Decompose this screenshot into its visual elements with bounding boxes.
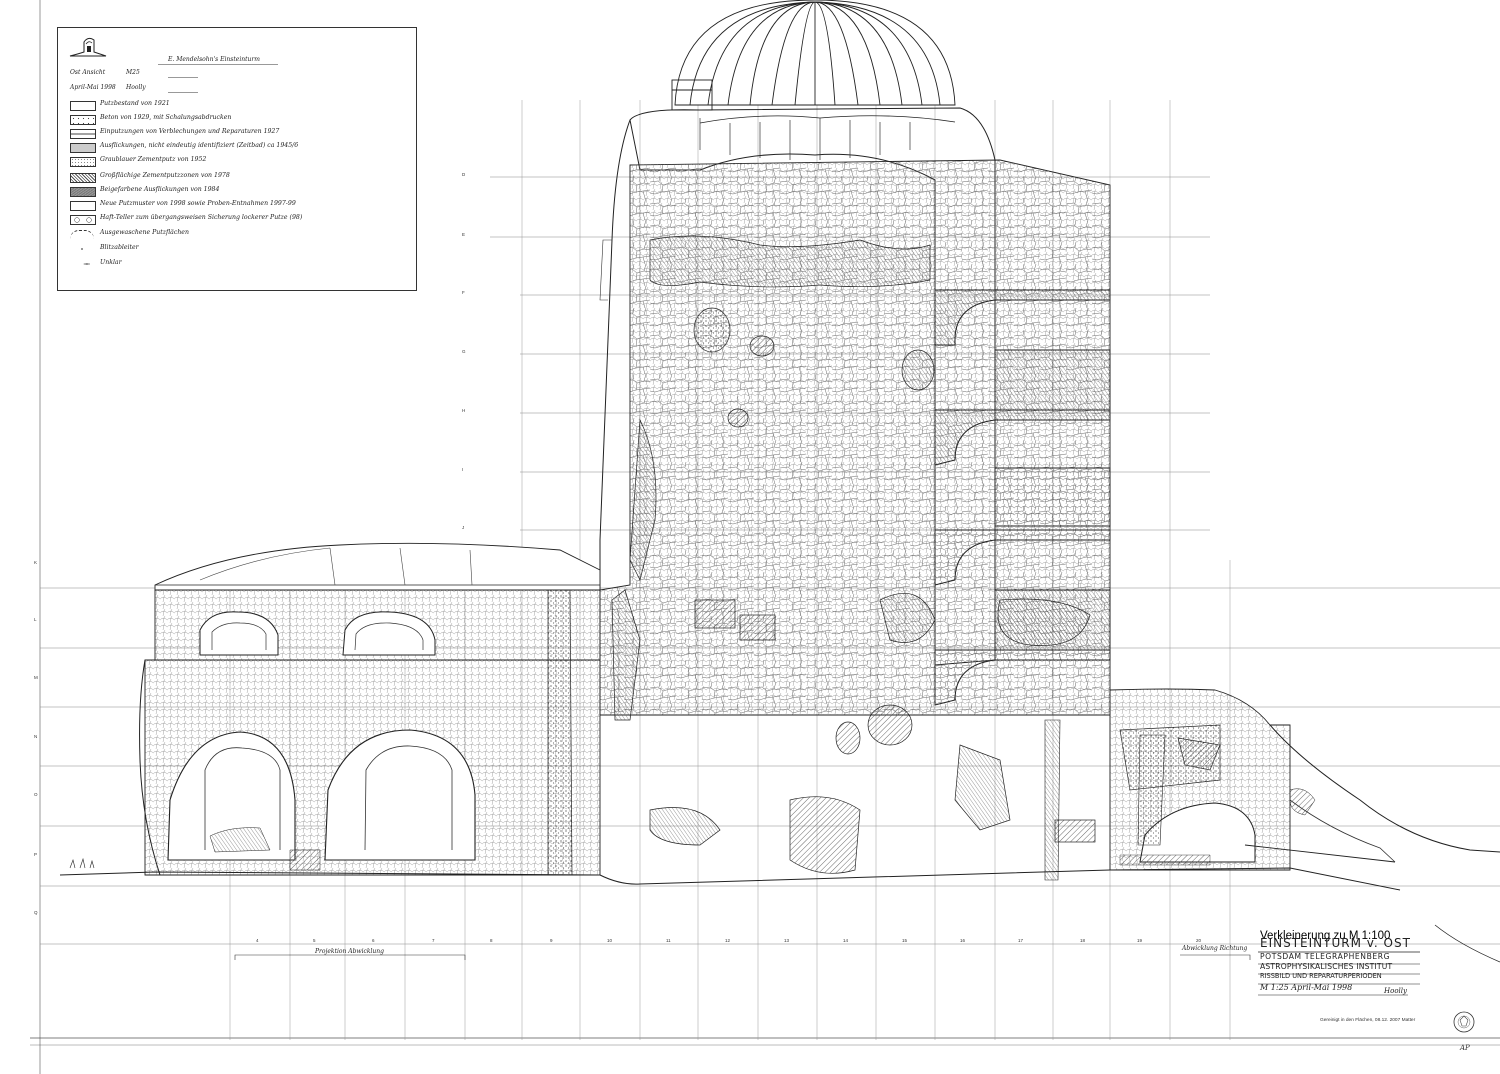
- dome: [671, 0, 956, 111]
- col-label: 10: [607, 938, 613, 943]
- legend-item: Putzbestand von 1921: [70, 100, 410, 112]
- title-underlines: [1258, 951, 1420, 996]
- col-label: 6: [372, 938, 375, 943]
- row-label-o: O: [34, 792, 38, 797]
- right-building: [1044, 688, 1500, 881]
- row-label-m: M: [34, 675, 38, 680]
- corner-mark: AP: [1460, 1044, 1470, 1052]
- legend-scale: M25: [126, 69, 140, 76]
- row-label-f: F: [462, 290, 465, 295]
- col-label: 19: [1137, 938, 1143, 943]
- legend-rule: [158, 64, 278, 65]
- col-label: 12: [725, 938, 731, 943]
- sheet-frame: [30, 0, 1500, 1074]
- left-building: [139, 542, 601, 876]
- legend-item: Beton von 1929, mit Schalungsabdrucken: [70, 114, 410, 126]
- legend-item: Einputzungen von Verblechungen und Repar…: [70, 128, 410, 140]
- legend-item: Ausflickungen, nicht eindeutig identifiz…: [70, 142, 410, 154]
- legend-item: Ausgewaschene Putzflächen: [70, 229, 410, 241]
- legend-box: E. Mendelsohn's Einsteinturm Ost Ansicht…: [57, 27, 417, 291]
- signature: Hoolly: [1384, 987, 1407, 995]
- legend-swatch-dot: [70, 245, 94, 253]
- col-label: 16: [960, 938, 966, 943]
- footer-note: Gereinigt in den Flächen, 08.12. 2007 Ma…: [1320, 1018, 1416, 1023]
- legend-item: Beigefarbene Ausflickungen von 1984: [70, 186, 410, 198]
- legend-rule: [168, 77, 198, 78]
- projection-annotation: Projektion Abwicklung: [315, 948, 384, 955]
- row-label-n: N: [34, 734, 38, 739]
- direction-annotation: Abwicklung Richtung: [1182, 945, 1248, 952]
- legend-swatch-dark: [70, 187, 96, 197]
- row-label-j: J: [462, 525, 465, 530]
- legend-item: Großflächige Zementputzzonen von 1978: [70, 172, 410, 184]
- col-label: 14: [843, 938, 849, 943]
- legend-item: Unklar: [70, 259, 410, 271]
- legend-swatch-line: [70, 129, 96, 139]
- col-label: 7: [432, 938, 435, 943]
- legend-item: Neue Putzmuster von 1998 sowie Proben-En…: [70, 200, 410, 212]
- stamp-icon: [1453, 1011, 1475, 1033]
- drawing-title: EINSTEINTURM v. OST: [1260, 936, 1411, 950]
- tower-logo-icon: [69, 37, 107, 57]
- col-label: 9: [550, 938, 553, 943]
- title-line-4: M 1:25 April-Mai 1998: [1260, 983, 1353, 992]
- legend-swatch-hatch: [70, 173, 96, 183]
- col-label: 13: [784, 938, 790, 943]
- col-label: 4: [256, 938, 259, 943]
- row-label-i: I: [462, 467, 464, 472]
- legend-view: Ost Ansicht: [70, 69, 106, 76]
- col-label: 20: [1196, 938, 1202, 943]
- legend-swatch-wash: [70, 230, 94, 239]
- row-label-l: L: [34, 617, 37, 622]
- reduction-note: Verkleinerung zu M 1:100: [1260, 930, 1391, 942]
- projection-brackets: [234, 954, 1251, 960]
- legend-rule: [168, 92, 198, 93]
- row-label-q: Q: [34, 910, 38, 915]
- row-label-k: K: [34, 560, 38, 565]
- legend-item: Haft-Teller zum übergangsweisen Sicherun…: [70, 214, 410, 226]
- row-label-g: G: [462, 349, 466, 354]
- legend-architect: E. Mendelsohn's Einsteinturm: [168, 56, 260, 63]
- col-label: 8: [490, 938, 493, 943]
- col-label: 5: [313, 938, 316, 943]
- legend-swatch-unclear: [70, 260, 94, 268]
- col-label: 11: [666, 938, 671, 943]
- col-label: 15: [902, 938, 908, 943]
- legend-item: Blitzableiter: [70, 244, 410, 256]
- legend-swatch-light: [70, 157, 96, 167]
- legend-swatch-dots: [70, 115, 96, 125]
- row-label-h: H: [462, 408, 466, 413]
- col-label: 17: [1018, 938, 1024, 943]
- col-label: 18: [1080, 938, 1086, 943]
- row-label-d: D: [462, 172, 466, 177]
- legend-swatch-blank: [70, 101, 96, 111]
- title-line-1: POTSDAM TELEGRAPHENBERG: [1260, 952, 1391, 961]
- legend-swatch-stipple: [70, 143, 96, 153]
- row-label-p: P: [34, 852, 38, 857]
- legend-swatch-sample: [70, 201, 96, 211]
- title-line-2: ASTROPHYSIKALISCHES INSTITUT: [1260, 962, 1393, 971]
- row-label-e: E: [462, 232, 466, 237]
- title-line-3: RISSBILD UND REPARATURPERIODEN: [1260, 972, 1382, 980]
- legend-date: April-Mai 1998: [70, 84, 116, 91]
- legend-author: Hoolly: [126, 84, 146, 91]
- legend-item: Graublauer Zementputz von 1952: [70, 156, 410, 168]
- ground: [59, 857, 1500, 963]
- legend-swatch-circles: [70, 215, 96, 225]
